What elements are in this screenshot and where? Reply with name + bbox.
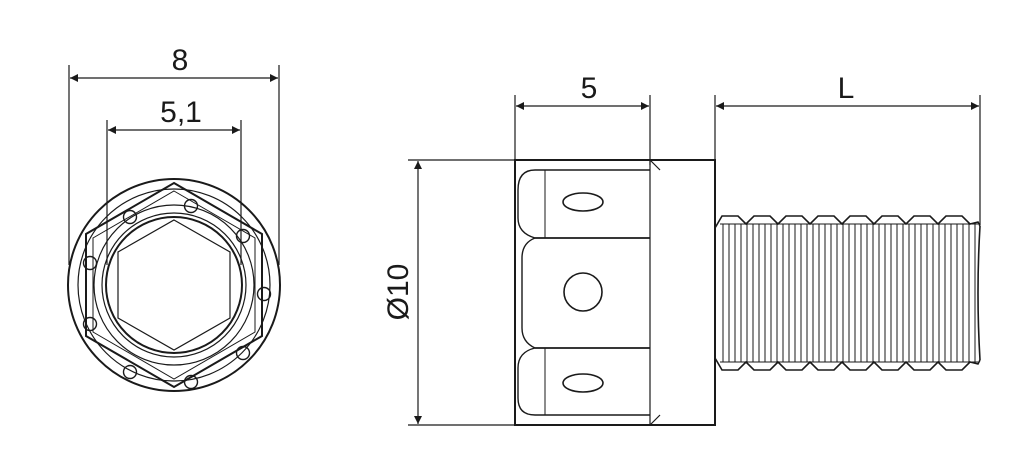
- head-dimension-label: 5: [581, 72, 598, 105]
- drill-ring-outer: [93, 204, 255, 366]
- hex-flat-bottom: [517, 347, 650, 416]
- side-hole-bottom: [562, 373, 604, 393]
- front-view: 8 5,1: [67, 44, 281, 392]
- bore-circle: [105, 216, 243, 354]
- front-inner-dimension-label: 5,1: [160, 96, 202, 129]
- drill-hole: [235, 228, 251, 244]
- side-hole-top: [562, 192, 604, 212]
- drill-hole: [82, 255, 98, 271]
- thread-bottom-profile: [714, 357, 981, 371]
- hex-flat-middle: [521, 237, 650, 349]
- side-hole-center: [563, 272, 603, 312]
- thread-top-profile: [714, 215, 981, 229]
- side-view: 5 L Ø10: [382, 72, 981, 426]
- drill-hole: [82, 316, 98, 332]
- hex-head-inner-outline: [92, 190, 256, 380]
- head-outline: [514, 159, 716, 426]
- front-outer-dimension-label: 8: [172, 44, 189, 77]
- hex-head-outline: [85, 181, 263, 389]
- drill-hole: [183, 198, 199, 214]
- thread-end: [977, 225, 981, 361]
- flange-chamfer-bottom: [649, 414, 661, 426]
- drill-hole: [235, 345, 251, 361]
- drill-ring-inner: [101, 212, 247, 358]
- diameter-dimension-label: Ø10: [382, 264, 415, 321]
- flange-inner-circle: [77, 188, 271, 382]
- flange-chamfer-top: [649, 159, 661, 171]
- drill-hole: [122, 209, 138, 225]
- drill-hole: [122, 364, 138, 380]
- thread-shading: [720, 224, 978, 362]
- length-dimension-label: L: [838, 72, 855, 105]
- drill-hole: [183, 374, 199, 390]
- drill-hole: [256, 286, 272, 302]
- inner-hex-socket: [117, 219, 231, 351]
- hex-flat-top: [517, 169, 650, 239]
- flange-outer-circle: [67, 178, 281, 392]
